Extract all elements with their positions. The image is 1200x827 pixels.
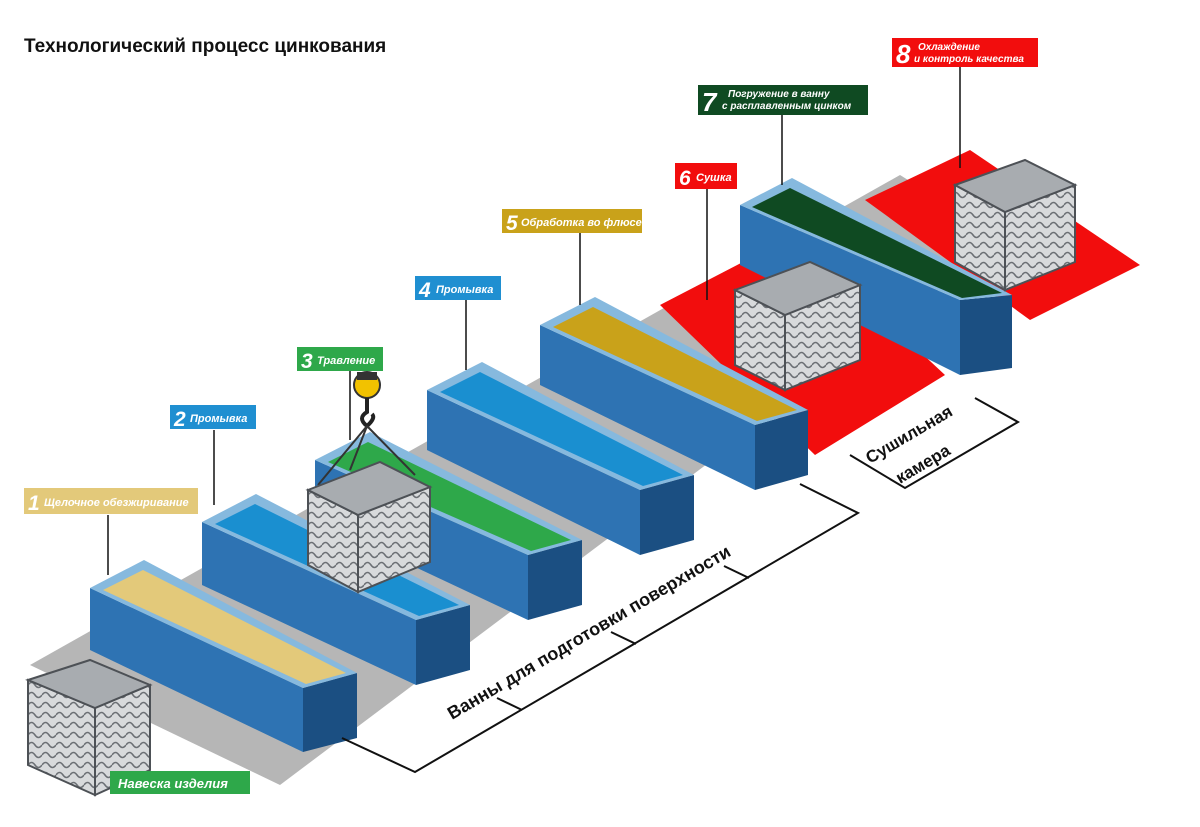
step-1-number: 1 <box>28 492 40 515</box>
tank-4-side <box>427 390 640 555</box>
rack-hanging <box>25 658 153 797</box>
tank-1-liquid <box>103 570 346 684</box>
page-title: Технологический процесс цинкования <box>24 36 387 57</box>
step-4-number: 4 <box>418 279 431 302</box>
step-8-label-line1: Охлаждение <box>918 42 980 53</box>
tank-7-end <box>960 295 1012 375</box>
tank-7-liquid <box>752 188 1002 298</box>
label-step-5: 5 Обработка во флюсе <box>502 209 642 235</box>
rack-cooling <box>952 158 1078 292</box>
crane-hook <box>317 371 416 486</box>
step-8-number: 8 <box>896 39 911 69</box>
label-step-1: 1 Щелочное обезжиривание <box>24 488 198 515</box>
label-step-4: 4 Промывка <box>415 276 501 302</box>
step-2-label: Промывка <box>190 413 247 425</box>
step-6-number: 6 <box>679 167 691 190</box>
label-hanging: Навеска изделия <box>110 771 250 794</box>
label-step-8: 8 Охлаждение и контроль качества <box>892 38 1038 69</box>
hanging-label: Навеска изделия <box>118 776 228 791</box>
tank-1-side <box>90 588 303 752</box>
step-8-label-line2: и контроль качества <box>914 54 1024 65</box>
rack-etching <box>305 460 433 594</box>
tank-5-end <box>755 410 808 490</box>
tank-2-end <box>416 605 470 685</box>
step-7-number: 7 <box>702 87 718 117</box>
tank-3-end <box>528 540 582 620</box>
tank-5-side <box>540 325 755 490</box>
step-3-number: 3 <box>301 350 313 373</box>
label-step-2: 2 Промывка <box>170 405 256 431</box>
tank-5-liquid <box>553 307 797 421</box>
tank-1-degreasing <box>90 560 357 752</box>
tank-2-side <box>202 522 416 685</box>
bracket-dryer <box>849 397 1021 490</box>
step-7-label-line2: с расплавленным цинком <box>722 101 852 112</box>
step-1-label: Щелочное обезжиривание <box>44 497 189 509</box>
tank-4-rinse <box>427 362 694 555</box>
tank-4-liquid <box>440 372 683 486</box>
step-4-label: Промывка <box>436 284 493 296</box>
step-5-number: 5 <box>506 212 518 235</box>
label-step-7: 7 Погружение в ванну с расплавленным цин… <box>698 85 868 117</box>
step-2-number: 2 <box>173 408 186 431</box>
label-step-3: 3 Травление <box>297 347 383 373</box>
label-step-6: 6 Сушка <box>675 163 737 190</box>
tank-4-end <box>640 475 694 555</box>
step-6-label: Сушка <box>696 172 732 184</box>
tank-5-flux <box>540 297 808 490</box>
tank-1-end <box>303 673 357 752</box>
bracket-baths <box>341 483 861 774</box>
leader-lines <box>107 66 961 575</box>
rack-drying <box>732 260 863 392</box>
step-7-label-line1: Погружение в ванну <box>728 89 830 100</box>
step-5-label: Обработка во флюсе <box>521 217 642 229</box>
step-3-label: Травление <box>317 355 375 367</box>
